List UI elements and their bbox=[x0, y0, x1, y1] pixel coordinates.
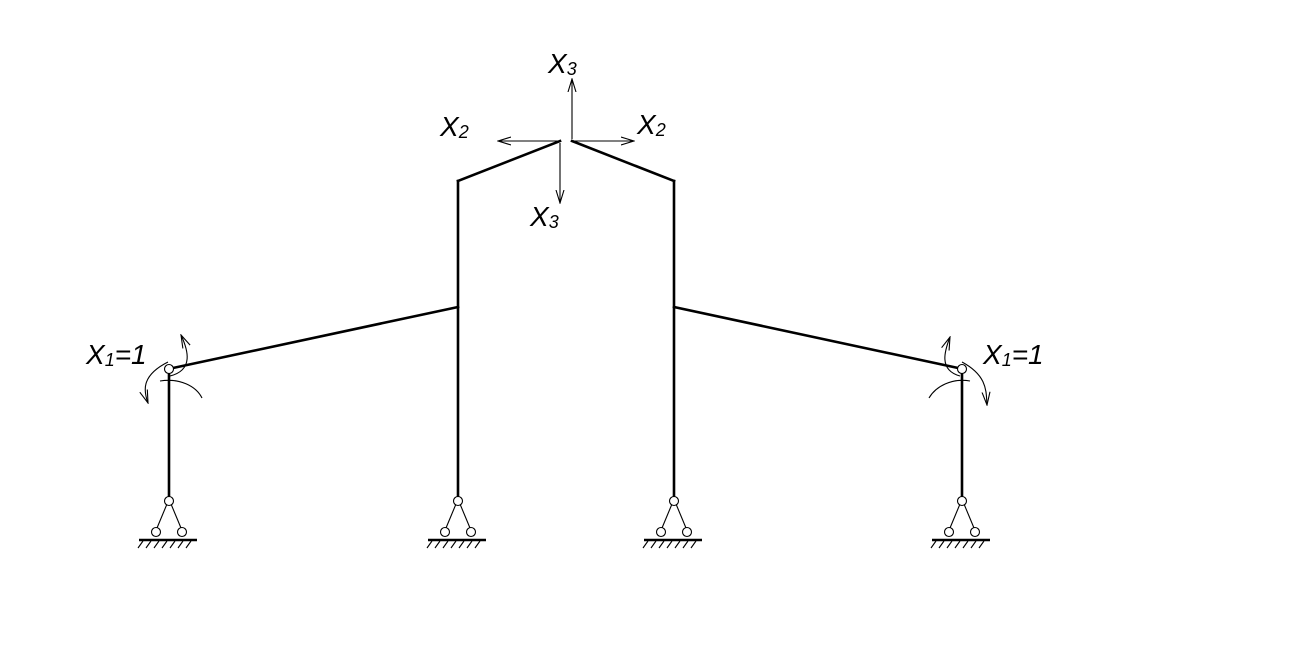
x2-label-left: X2 bbox=[439, 111, 469, 142]
left-hinge bbox=[163, 363, 175, 375]
right-roof-rafter bbox=[570, 139, 676, 183]
right-hinge bbox=[956, 363, 968, 375]
x3-label-bottom: X3 bbox=[529, 201, 559, 232]
x3-label-top: X3 bbox=[547, 48, 577, 79]
pinned-support-1 bbox=[137, 495, 197, 549]
moment-arrows-right bbox=[928, 337, 987, 405]
moment-arrows-left bbox=[145, 335, 203, 403]
pinned-support-2 bbox=[426, 495, 486, 549]
frame-members bbox=[167, 139, 964, 499]
pinned-support-4 bbox=[930, 495, 990, 549]
x2-label-right: X2 bbox=[636, 109, 666, 140]
crown-force-arrows bbox=[498, 79, 634, 203]
left-roof-rafter bbox=[456, 139, 562, 183]
x1-label-left: X1=1 bbox=[85, 339, 147, 370]
right-inclined-beam bbox=[672, 305, 960, 370]
x1-label-right: X1=1 bbox=[982, 339, 1044, 370]
pinned-support-3 bbox=[642, 495, 702, 549]
left-inclined-beam bbox=[171, 305, 460, 370]
